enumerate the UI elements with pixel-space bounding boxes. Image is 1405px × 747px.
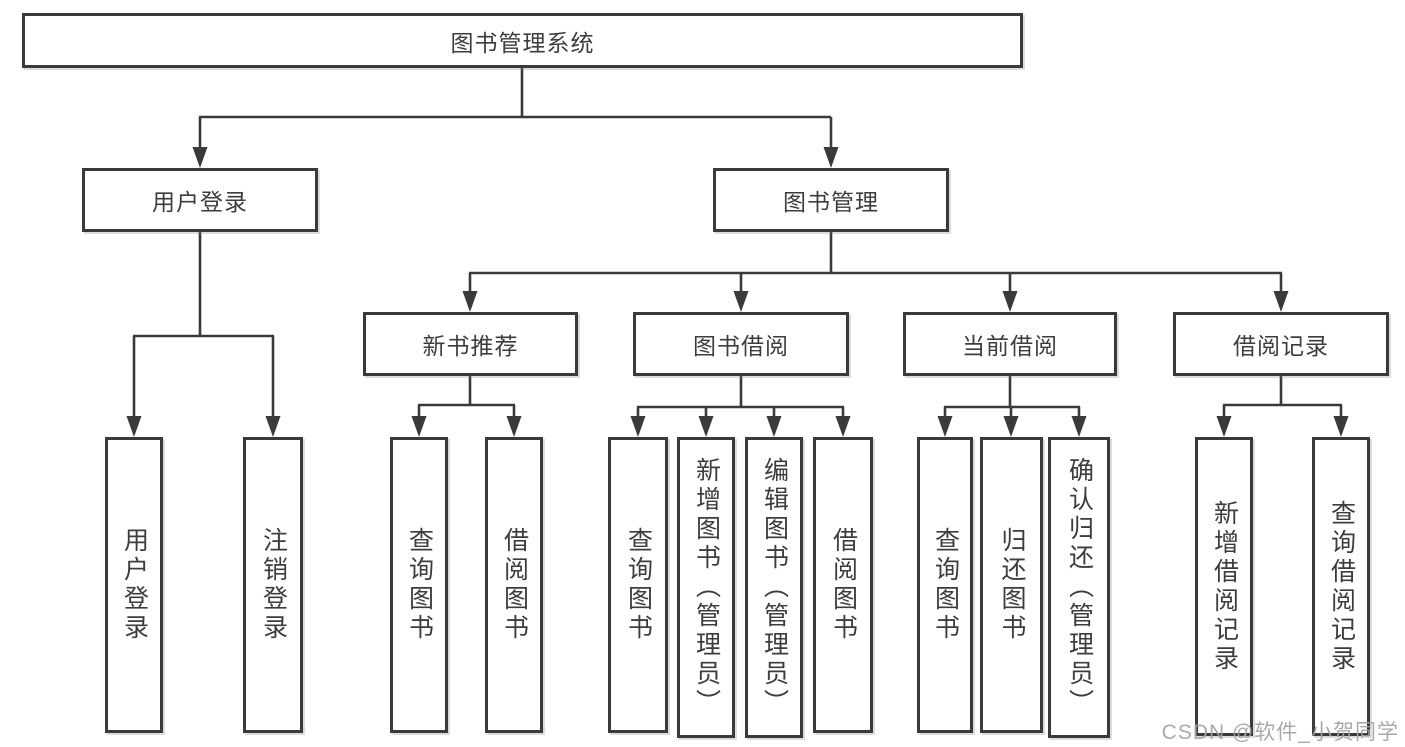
leaf-query-borrow-record-label: 查询借阅记录 (1327, 499, 1356, 674)
leaf-borrow-books-label: 借阅图书 (829, 527, 858, 643)
leaf-query-borrow-record: 查询借阅记录 (1312, 437, 1370, 736)
leaf-query-current-label: 查询图书 (931, 527, 960, 643)
node-current-borrow: 当前借阅 (903, 312, 1117, 376)
node-borrow-records: 借阅记录 (1173, 312, 1389, 376)
csdn-watermark: CSDN @软件_小贺同学 (1161, 721, 1399, 744)
leaf-borrow-books-rec: 借阅图书 (485, 437, 543, 733)
leaf-add-books-admin-label: 新增图书（管理员） (692, 457, 721, 718)
leaf-edit-books-admin: 编辑图书（管理员） (745, 437, 803, 738)
node-book-mgmt-label: 图书管理 (783, 189, 879, 215)
leaf-add-books-admin: 新增图书（管理员） (677, 437, 735, 738)
leaf-query-books-rec: 查询图书 (390, 437, 448, 733)
leaf-add-borrow-record-label: 新增借阅记录 (1210, 499, 1239, 674)
leaf-query-books-label: 查询图书 (624, 527, 653, 643)
node-root-label: 图书管理系统 (450, 29, 595, 56)
node-new-book-rec-label: 新书推荐 (422, 333, 519, 359)
leaf-return-books: 归还图书 (980, 437, 1043, 733)
leaf-user-login-label: 用户登录 (120, 527, 149, 643)
node-current-borrow-label: 当前借阅 (962, 333, 1058, 359)
leaf-query-current: 查询图书 (917, 437, 973, 733)
connector-book-borrow-children (630, 375, 851, 437)
leaf-return-books-label: 归还图书 (998, 527, 1026, 643)
connector-user-login-children (126, 231, 281, 437)
leaf-borrow-books-rec-label: 借阅图书 (500, 527, 529, 643)
leaf-logout: 注销登录 (243, 437, 303, 733)
connector-current-borrow-children (937, 375, 1087, 437)
node-user-login-label: 用户登录 (152, 189, 248, 215)
leaf-user-login: 用户登录 (105, 437, 163, 733)
leaf-add-borrow-record: 新增借阅记录 (1195, 437, 1253, 736)
node-borrow-records-label: 借阅记录 (1233, 333, 1329, 359)
leaf-edit-books-admin-label: 编辑图书（管理员） (760, 457, 789, 718)
leaf-logout-label: 注销登录 (259, 527, 288, 643)
leaf-confirm-return-admin-label: 确认归还（管理员） (1065, 457, 1094, 718)
node-user-login: 用户登录 (82, 168, 318, 232)
leaf-confirm-return-admin: 确认归还（管理员） (1048, 437, 1110, 738)
node-book-borrow-label: 图书借阅 (693, 333, 789, 359)
connector-borrow-records-children (1216, 375, 1349, 437)
node-new-book-rec: 新书推荐 (363, 312, 578, 376)
connector-new-book-children (411, 375, 522, 437)
leaf-borrow-books: 借阅图书 (813, 437, 873, 733)
connector-root-to-level2 (192, 67, 839, 168)
leaf-query-books-rec-label: 查询图书 (405, 527, 434, 643)
node-root: 图书管理系统 (22, 13, 1023, 68)
node-book-mgmt: 图书管理 (713, 168, 949, 232)
connector-book-mgmt-children (462, 231, 1289, 312)
node-book-borrow: 图书借阅 (633, 312, 849, 376)
leaf-query-books: 查询图书 (608, 437, 668, 733)
